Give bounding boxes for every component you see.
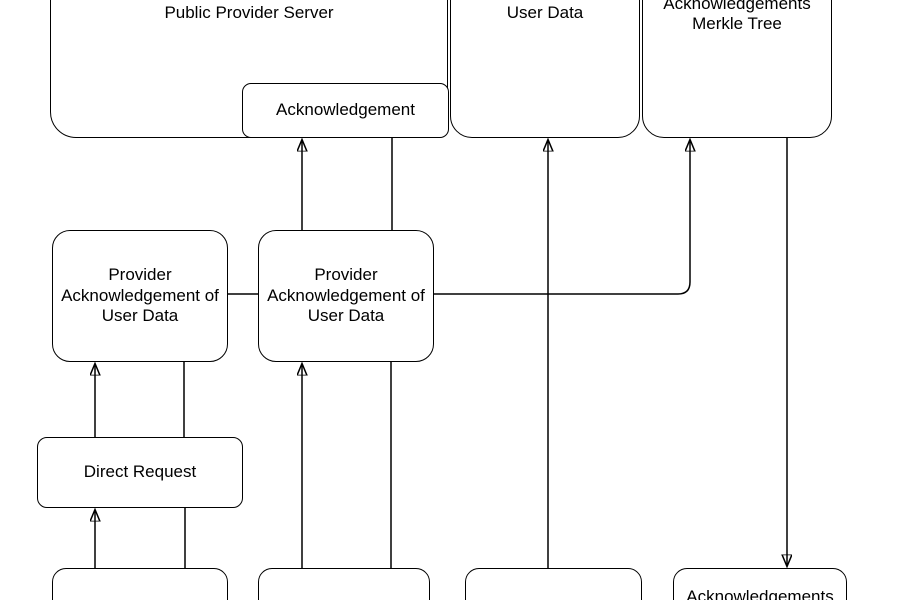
node-user-data-label: User Data <box>506 3 584 22</box>
node-direct-request: Direct Request <box>37 437 243 508</box>
node-public-provider-server-label: Public Provider Server <box>164 3 334 22</box>
provider-ack-left-line3: User Data <box>101 306 179 326</box>
node-bottom-left <box>52 568 228 600</box>
provider-ack-center-line3: User Data <box>307 306 385 326</box>
node-bottom-center <box>258 568 430 600</box>
node-acknowledgement-label: Acknowledgement <box>276 100 415 120</box>
node-acknowledgements-bottom-label: Acknowledgements <box>686 587 834 600</box>
node-acknowledgements-bottom: Acknowledgements <box>673 568 847 600</box>
node-acknowledgement: Acknowledgement <box>242 83 449 138</box>
node-provider-ack-left: Provider Acknowledgement of User Data <box>52 230 228 362</box>
provider-ack-left-line1: Provider <box>108 265 172 285</box>
provider-ack-left-line2: Acknowledgement of <box>61 285 219 305</box>
merkle-tree-label-line2: Merkle Tree <box>692 14 782 34</box>
node-acknowledgements-merkle-tree-label: Acknowledgements Merkle Tree <box>643 0 831 35</box>
node-acknowledgements-merkle-tree: Acknowledgements Merkle Tree <box>642 0 832 138</box>
merkle-tree-label-line1: Acknowledgements <box>663 0 811 13</box>
node-provider-ack-left-label: Provider Acknowledgement of User Data <box>61 265 219 326</box>
node-provider-ack-center-label: Provider Acknowledgement of User Data <box>267 265 425 326</box>
provider-ack-center-line2: Acknowledgement of <box>267 285 425 305</box>
node-direct-request-label: Direct Request <box>83 462 197 482</box>
provider-ack-center-line1: Provider <box>314 265 378 285</box>
edge-provider-ack-center-to-merkle-tree <box>434 140 690 295</box>
node-bottom-user <box>465 568 642 600</box>
node-provider-ack-center: Provider Acknowledgement of User Data <box>258 230 434 362</box>
node-user-data: User Data <box>450 0 640 138</box>
